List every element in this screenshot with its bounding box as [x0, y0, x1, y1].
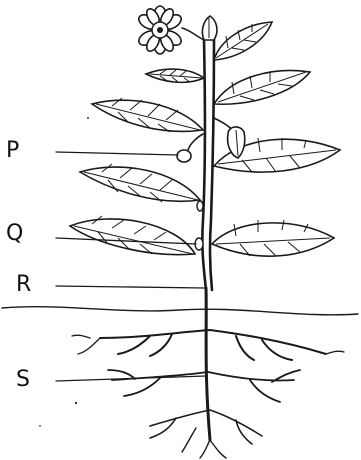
- label-r: R: [16, 272, 31, 297]
- leaf-right-1: [214, 22, 272, 60]
- label-s: S: [16, 367, 30, 392]
- leaf-left-4: [70, 216, 195, 255]
- leaf-left-3: [80, 164, 200, 202]
- leaf-right-4: [212, 220, 334, 256]
- top-bud: [202, 16, 217, 40]
- leaf-right-2: [214, 70, 310, 104]
- flower: [136, 6, 204, 54]
- label-p-group: P: [6, 138, 178, 163]
- node-bud-mid: [197, 201, 203, 211]
- label-p: P: [6, 138, 19, 163]
- label-q: Q: [6, 221, 23, 246]
- leaf-left-1: [146, 69, 204, 82]
- node-bud-p: [177, 134, 203, 162]
- soil-line: [2, 307, 358, 315]
- leaf-left-2: [92, 98, 203, 132]
- label-r-group: R: [16, 272, 204, 297]
- hanging-bud: [214, 118, 245, 158]
